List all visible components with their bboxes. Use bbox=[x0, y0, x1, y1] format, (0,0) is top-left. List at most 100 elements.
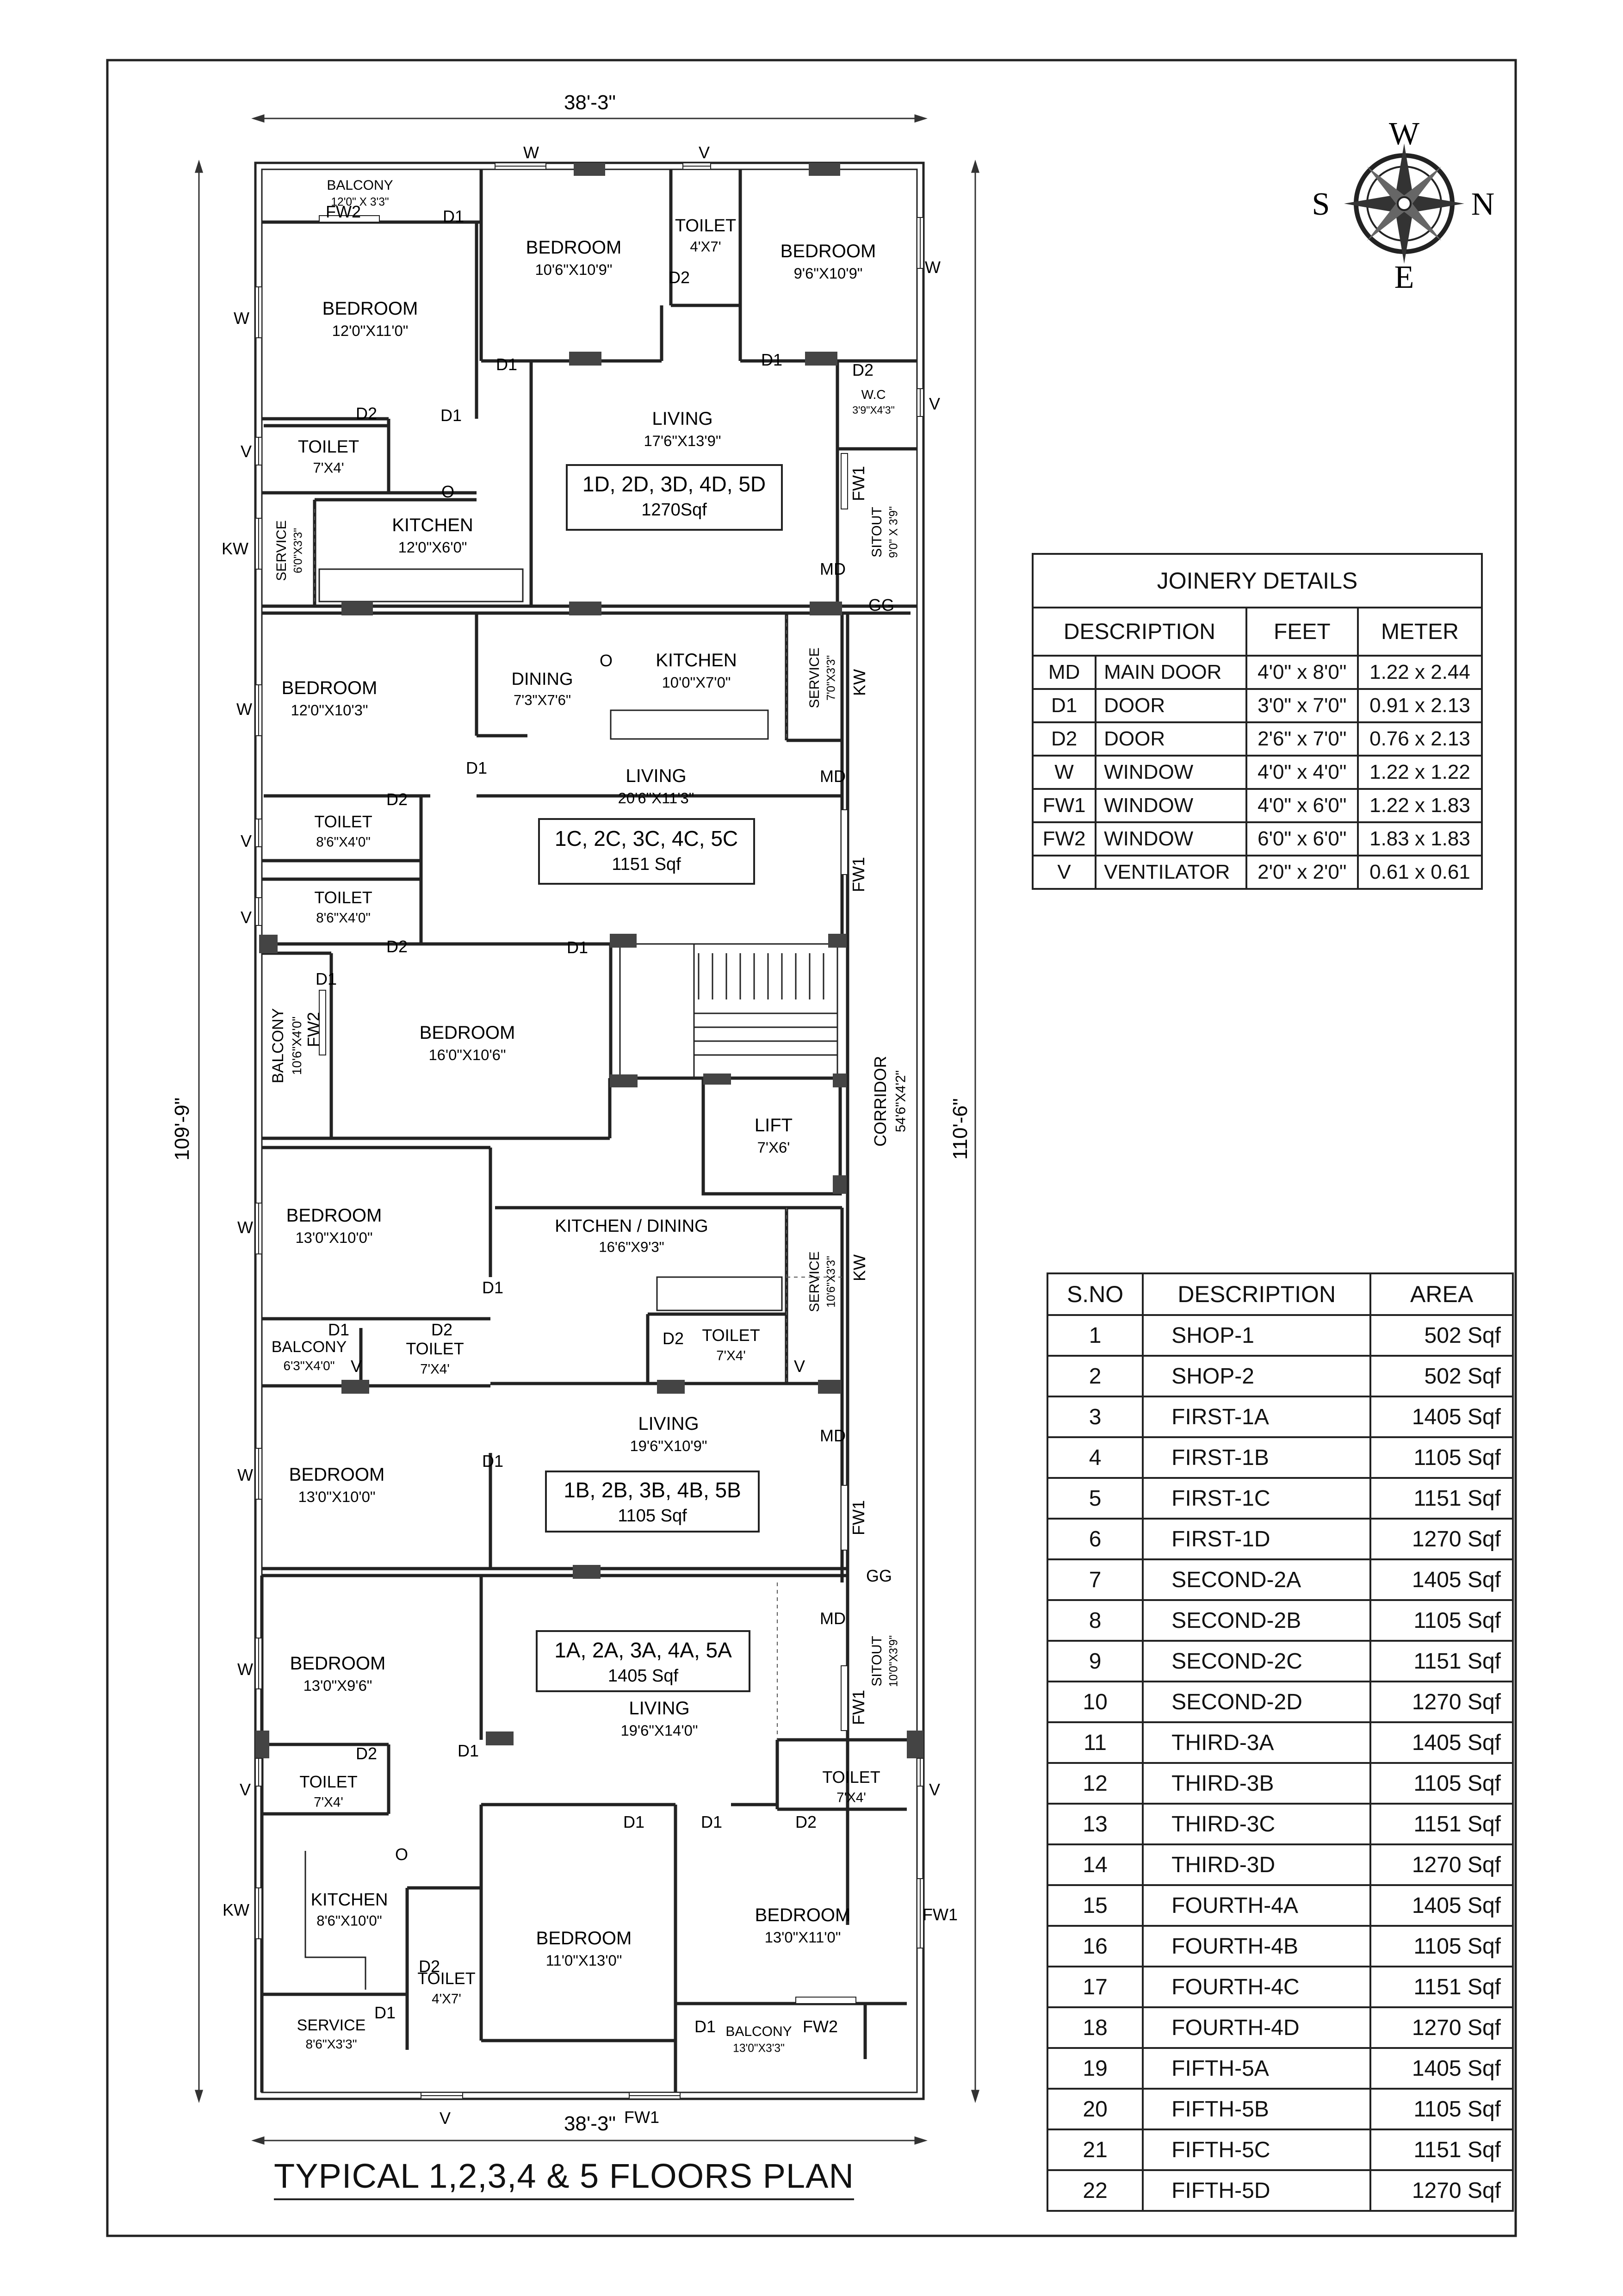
mark-v: V bbox=[794, 1357, 805, 1376]
area-description: FIRST-1B bbox=[1142, 1436, 1372, 1479]
area-sno: 14 bbox=[1046, 1843, 1144, 1886]
room-name: BEDROOM bbox=[286, 1205, 382, 1226]
room-size: 8'6"X4'0" bbox=[316, 834, 371, 850]
unit-a-area: 1405 Sqf bbox=[608, 1666, 679, 1686]
joinery-feet: 2'6" x 7'0" bbox=[1245, 721, 1359, 757]
area-sno: 21 bbox=[1046, 2128, 1144, 2171]
joinery-header-description: DESCRIPTION bbox=[1032, 607, 1247, 657]
room-size: 12'0"X11'0" bbox=[332, 322, 409, 339]
mark-d1: D1 bbox=[496, 355, 517, 374]
room-size: 12'0"X6'0" bbox=[398, 539, 467, 556]
mark-w: W bbox=[925, 258, 941, 277]
room-size: 7'X4' bbox=[836, 1790, 866, 1805]
mark-fw2: FW2 bbox=[326, 202, 361, 221]
mark-d1: D1 bbox=[567, 938, 588, 957]
joinery-description: WINDOW bbox=[1095, 755, 1247, 790]
mark-fw1: FW1 bbox=[849, 466, 868, 501]
room-size: 9'0" X 3'9" bbox=[888, 506, 900, 558]
room-name: BEDROOM bbox=[526, 237, 622, 258]
mark-d2: D2 bbox=[795, 1812, 817, 1831]
unit-c-area: 1151 Sqf bbox=[612, 855, 681, 874]
mark-d1: D1 bbox=[443, 207, 464, 226]
dim-bottom-width: 38'-3" bbox=[564, 2112, 616, 2135]
mark-fw1: FW1 bbox=[923, 1905, 958, 1924]
mark-fw1: FW1 bbox=[624, 2108, 659, 2127]
area-value: 502 Sqf bbox=[1369, 1355, 1514, 1397]
room-name: BEDROOM bbox=[536, 1928, 632, 1948]
unit-d-numbers: 1D, 2D, 3D, 4D, 5D bbox=[582, 472, 766, 496]
mark-d1: D1 bbox=[694, 2017, 716, 2036]
room-size: 7'X4' bbox=[313, 460, 344, 476]
room-size: 8'6"X10'0" bbox=[316, 1913, 382, 1929]
mark-d1: D1 bbox=[761, 350, 782, 369]
mark-d1: D1 bbox=[328, 1320, 349, 1339]
joinery-description: VENTILATOR bbox=[1095, 855, 1247, 890]
joinery-meter: 1.22 x 1.22 bbox=[1357, 755, 1483, 790]
mark-md: MD bbox=[820, 1426, 846, 1445]
mark-v: V bbox=[351, 1357, 362, 1376]
room-size: 17'6"X13'9" bbox=[644, 432, 721, 449]
columns bbox=[255, 163, 923, 1758]
room-size: 13'0"X10'0" bbox=[295, 1229, 372, 1246]
area-description: FIRST-1C bbox=[1142, 1477, 1372, 1520]
area-sno: 15 bbox=[1046, 1884, 1144, 1927]
room-name: BEDROOM bbox=[289, 1464, 385, 1485]
area-description: FOURTH-4D bbox=[1142, 2006, 1372, 2049]
area-value: 1405 Sqf bbox=[1369, 1558, 1514, 1601]
area-value: 1105 Sqf bbox=[1369, 1762, 1514, 1805]
area-sno: 17 bbox=[1046, 1966, 1144, 2008]
room-size: 6'0"X3'3" bbox=[292, 528, 305, 573]
room-name: SERVICE bbox=[807, 1251, 822, 1312]
area-value: 1151 Sqf bbox=[1369, 1966, 1514, 2008]
room-name: CORRIDOR bbox=[871, 1056, 890, 1147]
mark-v: V bbox=[699, 143, 710, 162]
room-size: 10'6"X3'3" bbox=[825, 1256, 838, 1308]
joinery-code: V bbox=[1031, 855, 1097, 890]
mark-o: O bbox=[441, 482, 454, 501]
mark-v: V bbox=[241, 908, 252, 927]
area-description: FIRST-1A bbox=[1142, 1396, 1372, 1438]
room-size: 13'0"X9'6" bbox=[304, 1677, 372, 1694]
room-size: 7'X4' bbox=[314, 1794, 343, 1810]
area-sno: 19 bbox=[1046, 2047, 1144, 2090]
compass-s: S bbox=[1312, 186, 1330, 222]
mark-w: W bbox=[237, 1660, 253, 1679]
mark-v: V bbox=[929, 394, 940, 413]
mark-o: O bbox=[395, 1845, 408, 1864]
room-size: 7'X4' bbox=[716, 1348, 746, 1363]
compass-e: E bbox=[1394, 260, 1414, 295]
joinery-meter: 1.22 x 2.44 bbox=[1357, 655, 1483, 690]
area-sno: 3 bbox=[1046, 1396, 1144, 1438]
area-description: FIRST-1D bbox=[1142, 1518, 1372, 1560]
room-name: TOILET bbox=[314, 888, 372, 907]
mark-v: V bbox=[241, 442, 252, 461]
area-value: 1270 Sqf bbox=[1369, 2169, 1514, 2212]
area-description: SECOND-2C bbox=[1142, 1640, 1372, 1682]
room-name: TOILET bbox=[299, 1772, 357, 1791]
